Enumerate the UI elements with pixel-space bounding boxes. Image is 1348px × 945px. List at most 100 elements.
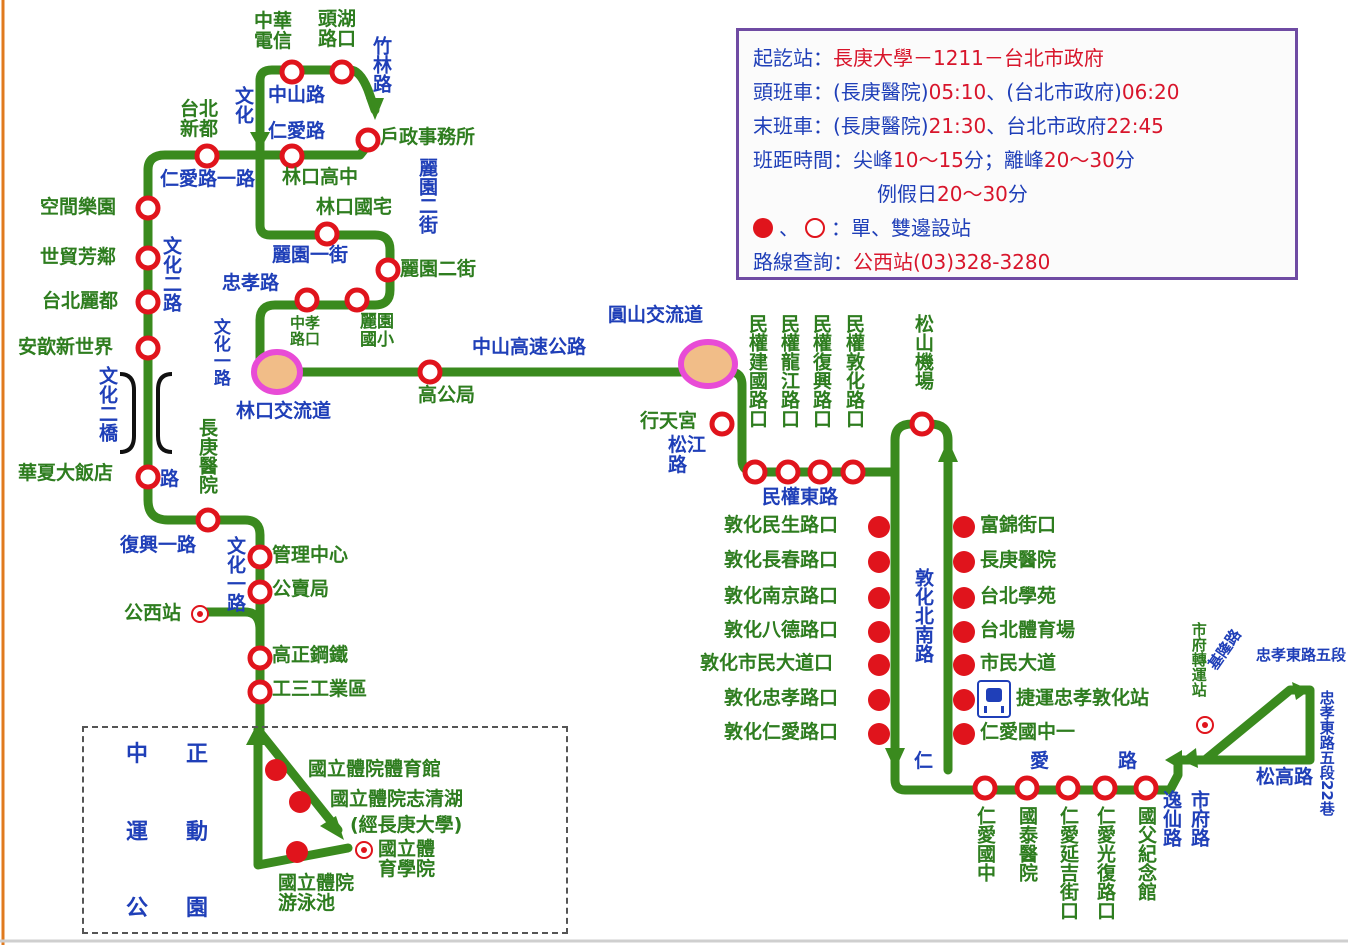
first-bus-sep: 、: [986, 80, 1007, 104]
bridge-brackets: [119, 372, 173, 454]
road-label-songgao: 松高路: [1256, 766, 1314, 788]
station-label-tiyuan-zhiqinghu: 國立體院志清湖: [330, 788, 464, 810]
holiday-unit: 分: [1007, 182, 1028, 206]
road-label-wenhua-yilu-top: 文化一路: [209, 318, 230, 386]
mrt-train-icon: [977, 680, 1011, 718]
station-label-jing-changgeng: (經長庚大學): [350, 814, 463, 836]
station-label-linkou-guozhai: 林口國宅: [316, 196, 393, 218]
road-label-wenhua-erlu: 文化二路: [159, 236, 182, 312]
route-value: 長庚大學－1211－台北市政府: [833, 46, 1104, 70]
last-bus-origin-a: (長庚醫院): [833, 114, 929, 138]
station-label-shimin-dadao: 市民大道: [980, 652, 1057, 674]
station-label-taibei-xindu: 台北新都: [180, 98, 219, 140]
query-label: 路線查詢：: [753, 250, 853, 274]
station-label-guoli-tiyu-xueyuan: 國立體育學院: [378, 838, 436, 880]
road-label-zhongshan-gaosu: 中山高速公路: [472, 336, 587, 358]
station-label-gaogongju: 高公局: [418, 384, 476, 406]
linkou-interchange-marker: [251, 349, 303, 395]
legend-text: ：單、雙邊設站: [831, 216, 971, 240]
station-label-guotai-yiyuan: 國泰醫院: [1015, 806, 1038, 882]
peak-label: 尖峰: [853, 148, 893, 172]
park-char-1: 中: [126, 742, 149, 767]
first-bus-origin-a: (長庚醫院): [833, 80, 929, 104]
query-row: 路線查詢：公西站(03)328-3280: [753, 245, 1281, 279]
station-label-songshan-jichang: 松山機場: [911, 314, 934, 390]
road-label-songjiang: 松江路: [668, 434, 707, 476]
station-label-dunhua-zhongxiao: 敦化忠孝路口: [724, 687, 839, 709]
road-label-ren: 仁: [914, 750, 934, 772]
zhongzheng-park-box: 中 正 運 動 公 園: [82, 726, 568, 934]
park-char-4: 動: [186, 820, 209, 845]
station-label-shifu-zhuanyunzhan: 市府轉運站: [1189, 622, 1208, 697]
station-label-anxin-xinshijie: 安歆新世界: [18, 336, 114, 358]
station-label-xingtiangong: 行天宮: [640, 410, 698, 432]
road-label-liyuan-erjie-v: 麗園二街: [415, 158, 438, 234]
station-label-dunhua-shimin: 敦化市民大道口: [700, 652, 834, 674]
first-bus-row: 頭班車：(長庚醫院)05:10、(台北市政府)06:20: [753, 75, 1281, 109]
station-label-minquan-jianguo: 民權建國路口: [745, 314, 768, 428]
station-label-guanli-zhongxin: 管理中心: [272, 544, 349, 566]
station-label-minquan-fuxing: 民權復興路口: [809, 314, 832, 428]
park-char-2: 正: [186, 742, 209, 767]
station-label-taibei-tiyuchang: 台北體育場: [980, 619, 1076, 641]
road-label-renai: 仁愛路: [268, 120, 326, 142]
station-label-jieyun-zhongxiao-dunhua: 捷運忠孝敦化站: [1016, 687, 1150, 709]
station-label-dunhua-minsheng: 敦化民生路口: [724, 514, 839, 536]
station-label-minquan-longjiang: 民權龍江路口: [777, 314, 800, 428]
road-label-zhongxiao-dong5: 忠孝東路五段: [1256, 646, 1347, 664]
station-label-changgeng-yiyuan-east: 長庚醫院: [980, 549, 1057, 571]
station-label-taibei-lidu: 台北麗都: [42, 290, 119, 312]
park-char-6: 園: [186, 896, 209, 921]
road-label-renai-yilu: 仁愛路一路: [160, 168, 256, 190]
station-label-renai-guozhong-1: 仁愛國中一: [980, 721, 1076, 743]
road-label-wenhua-yilu-bottom: 文化一路: [223, 536, 246, 612]
station-label-linkou-gaozhong: 林口高中: [282, 166, 359, 188]
first-bus-time-b: 06:20: [1121, 80, 1180, 104]
station-label-guofu-jinianguan: 國父紀念館: [1134, 806, 1157, 901]
solid-stops: [265, 516, 975, 863]
station-label-dunhua-bade: 敦化八德路口: [724, 619, 839, 641]
road-label-zhongxiao-dong5-22: 忠孝東路五段22巷: [1317, 690, 1336, 816]
road-label-renai-lu: 路: [1118, 750, 1138, 772]
first-bus-time-a: 05:10: [928, 80, 987, 104]
route-row: 起訖站：長庚大學－1211－台北市政府: [753, 41, 1281, 75]
station-label-tiyuan-youyongchi: 國立體院游泳池: [278, 872, 355, 914]
road-label-ai: 愛: [1030, 750, 1050, 772]
station-label-gongxi-zhan: 公西站: [124, 602, 182, 624]
first-bus-origin-b: (台北市政府): [1006, 80, 1122, 104]
station-label-liyuan-erjie: 麗園二街: [400, 258, 477, 280]
direction-arrows: [246, 98, 1310, 840]
road-label-fuxing-yilu: 復興一路: [120, 534, 197, 556]
station-label-huaxia-dafandian: 華夏大飯店: [18, 462, 114, 484]
station-label-dunhua-nanjing: 敦化南京路口: [724, 585, 839, 607]
road-label-minquan-donglu: 民權東路: [762, 486, 839, 508]
station-label-tiyuan-tiyuguan: 國立體院體育館: [308, 758, 442, 780]
last-bus-label: 末班車：: [753, 114, 833, 138]
road-label-wenhua-top: 文化: [231, 86, 254, 124]
interchange-label-yuanshan: 圓山交流道: [608, 304, 704, 326]
double-side-stop-icon: [805, 218, 825, 238]
first-bus-label: 頭班車：: [753, 80, 833, 104]
road-label-zhulin: 竹林路: [369, 36, 392, 93]
station-label-dunhua-changchun: 敦化長春路口: [724, 549, 839, 571]
station-label-zhonghua-dianxin: 中華電信: [254, 10, 293, 52]
road-label-shifu: 市府路: [1187, 790, 1210, 847]
road-label-zhongxiao: 忠孝路: [222, 272, 280, 294]
road-label-wenhua-erqiao: 文化二橋: [95, 366, 118, 442]
station-label-changgeng-yiyuan-west: 長庚醫院: [195, 418, 218, 494]
road-label-zhongshan: 中山路: [268, 84, 326, 106]
park-char-5: 公: [126, 896, 149, 921]
query-value: 公西站(03)328-3280: [853, 250, 1051, 274]
road-label-yuxian: 逸仙路: [1159, 790, 1182, 847]
route-info-box: 起訖站：長庚大學－1211－台北市政府 頭班車：(長庚醫院)05:10、(台北市…: [736, 28, 1298, 280]
station-label-huzheng: 戶政事務所: [380, 126, 476, 148]
road-label-dunhua-beinan: 敦化北南路: [911, 568, 934, 663]
headway-row: 班距時間：尖峰10～15分；離峰20～30分: [753, 143, 1281, 177]
station-label-renai-guangfu: 仁愛光復路口: [1093, 806, 1116, 920]
holiday-label: 例假日: [877, 182, 937, 206]
last-bus-time-b: 22:45: [1106, 114, 1164, 138]
offpeak-value: 20～30: [1043, 148, 1115, 172]
station-label-taibei-xueyuan: 台北學苑: [980, 585, 1057, 607]
single-side-stop-icon: [753, 218, 773, 238]
